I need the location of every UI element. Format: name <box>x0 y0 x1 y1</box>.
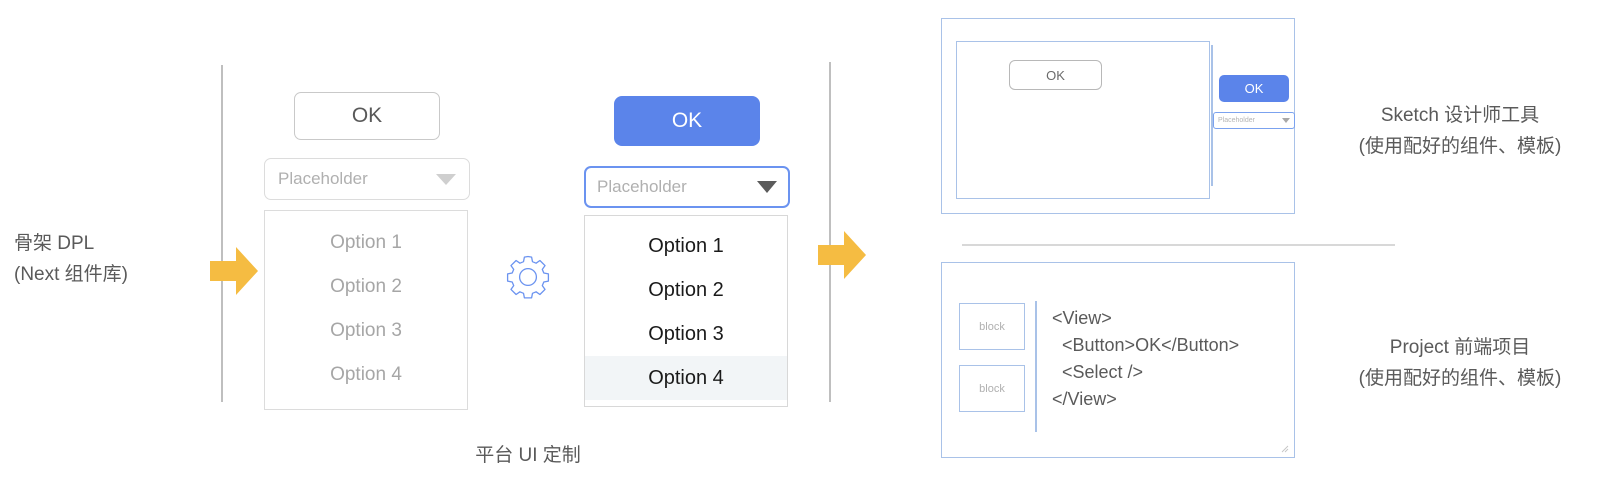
themed-ok-button[interactable]: OK <box>614 96 760 146</box>
themed-option-item[interactable]: Option 3 <box>648 322 724 345</box>
sketch-sidebar-select[interactable]: Placeholder <box>1213 112 1295 129</box>
themed-option-item[interactable]: Option 2 <box>648 278 724 301</box>
skeleton-dpl-label-line2: (Next 组件库) <box>14 264 129 285</box>
skeleton-component-group: OK Placeholder Option 1 Option 2 Option … <box>264 92 470 410</box>
project-panel-divider <box>1035 301 1037 432</box>
vertical-divider-right <box>829 62 831 402</box>
arrow-right-icon-1 <box>210 243 258 299</box>
project-code-snippet: <View> <Button>OK</Button> <Select /> </… <box>1052 308 1240 409</box>
project-label-line1: Project 前端项目 <box>1389 337 1531 358</box>
skeleton-option-item[interactable]: Option 3 <box>330 320 402 341</box>
chevron-down-icon <box>436 173 456 185</box>
sketch-sidebar-divider <box>1211 45 1213 186</box>
right-panels-separator <box>962 244 1395 246</box>
themed-select[interactable]: Placeholder <box>584 166 790 208</box>
skeleton-select[interactable]: Placeholder <box>264 158 470 200</box>
skeleton-option-item[interactable]: Option 1 <box>330 232 402 253</box>
sketch-tool-label: Sketch 设计师工具 (使用配好的组件、模板) <box>1320 100 1600 162</box>
project-code-panel: block block <View> <Button>OK</Button> <… <box>941 262 1295 458</box>
skeleton-option-item[interactable]: Option 2 <box>330 276 402 297</box>
project-block-item[interactable]: block <box>959 365 1025 412</box>
themed-select-placeholder: Placeholder <box>597 177 687 196</box>
themed-option-list: Option 1 Option 2 Option 3 Option 4 <box>584 215 788 407</box>
skeleton-dpl-label-line1: 骨架 DPL <box>14 233 95 254</box>
sketch-tool-panel: OK OK Placeholder <box>941 18 1295 214</box>
themed-option-item[interactable]: Option 1 <box>648 234 724 257</box>
project-block-item[interactable]: block <box>959 303 1025 350</box>
project-label: Project 前端项目 (使用配好的组件、模板) <box>1320 332 1600 394</box>
chevron-down-icon <box>1282 118 1290 123</box>
platform-ui-customization-caption: 平台 UI 定制 <box>475 445 581 466</box>
sketch-sidebar-ok-button[interactable]: OK <box>1219 75 1289 102</box>
gear-icon <box>501 250 555 309</box>
skeleton-dpl-label: 骨架 DPL (Next 组件库) <box>14 228 214 290</box>
chevron-down-icon <box>757 181 777 193</box>
skeleton-option-list: Option 1 Option 2 Option 3 Option 4 <box>264 210 468 410</box>
arrow-right-icon-2 <box>818 227 866 283</box>
project-label-line2: (使用配好的组件、模板) <box>1358 368 1562 389</box>
skeleton-option-item[interactable]: Option 4 <box>330 364 402 385</box>
themed-option-item-selected[interactable]: Option 4 <box>585 356 787 400</box>
sketch-tool-label-line1: Sketch 设计师工具 <box>1380 105 1540 126</box>
vertical-divider-left <box>221 65 223 402</box>
sketch-tool-label-line2: (使用配好的组件、模板) <box>1358 136 1562 157</box>
sketch-canvas-ok-button[interactable]: OK <box>1009 60 1102 90</box>
skeleton-ok-button[interactable]: OK <box>294 92 440 140</box>
sketch-canvas-area: OK <box>956 41 1210 199</box>
sketch-sidebar-select-placeholder: Placeholder <box>1218 117 1255 124</box>
themed-component-group: OK Placeholder Option 1 Option 2 Option … <box>584 96 790 407</box>
resize-grip-icon[interactable] <box>1281 445 1289 453</box>
skeleton-select-placeholder: Placeholder <box>278 169 368 188</box>
